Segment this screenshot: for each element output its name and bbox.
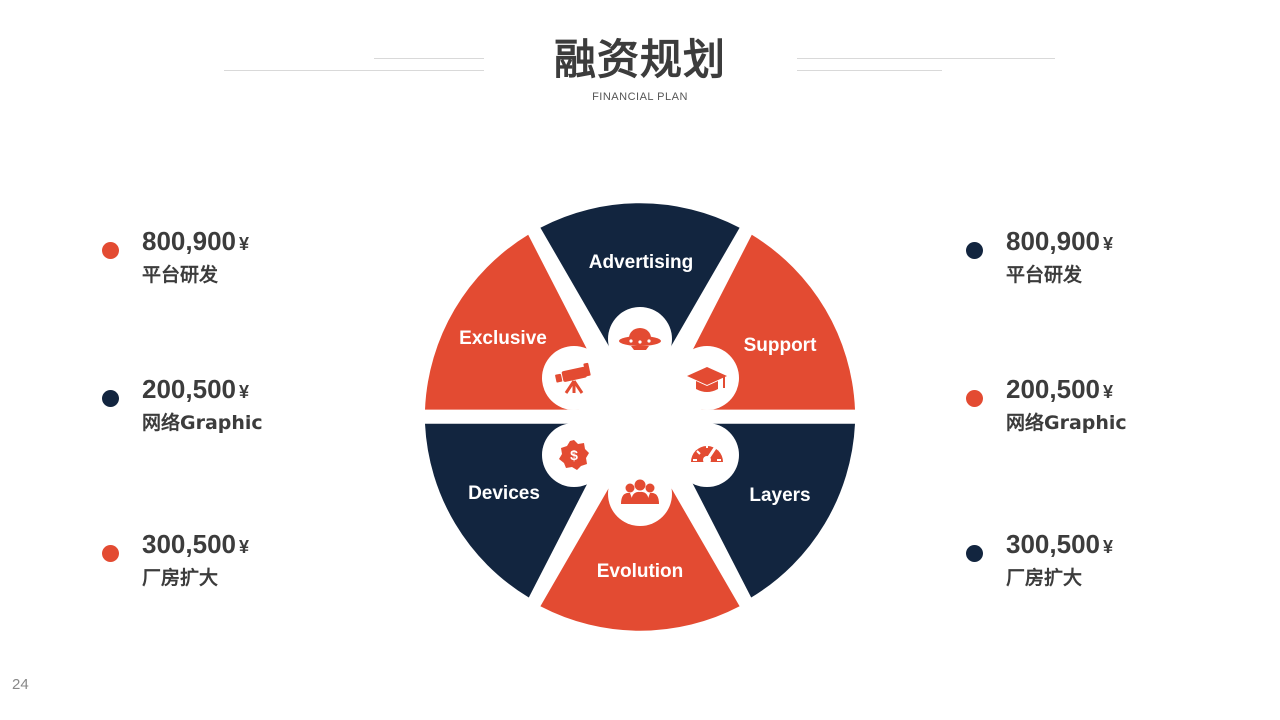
segment-label-advertising: Advertising	[589, 252, 694, 273]
people-group-icon	[621, 479, 659, 504]
svg-text:$: $	[570, 447, 578, 463]
stat-label: 平台研发	[142, 264, 219, 286]
segment-label-exclusive: Exclusive	[459, 328, 547, 349]
page-number: 24	[12, 676, 29, 693]
stat-number: 800,900	[142, 226, 236, 256]
header-line-left-long	[224, 70, 484, 71]
stat-label: 厂房扩大	[1006, 567, 1083, 589]
stat-number: 300,500	[142, 529, 236, 559]
currency-symbol: ¥	[1102, 382, 1113, 402]
stat-value: 300,500¥	[1006, 529, 1113, 560]
stat-value: 800,900¥	[142, 226, 249, 257]
telescope-icon	[555, 362, 591, 394]
currency-symbol: ¥	[1102, 537, 1113, 557]
header-line-left-short	[374, 58, 484, 59]
stat-dot	[966, 545, 983, 562]
page-title: 融资规划	[553, 35, 726, 84]
center-hub	[578, 356, 702, 480]
stat-number: 200,500	[142, 374, 236, 404]
stat-label: 厂房扩大	[142, 567, 219, 589]
page-subtitle: FINANCIAL PLAN	[592, 91, 688, 103]
stat-label: 网络Graphic	[1006, 412, 1127, 434]
currency-symbol: ¥	[238, 537, 249, 557]
stat-number: 200,500	[1006, 374, 1100, 404]
segment-evolution	[540, 434, 740, 631]
segment-label-layers: Layers	[749, 485, 810, 506]
speedometer-icon	[691, 444, 723, 464]
segment-advertising	[540, 203, 740, 400]
stat-label: 平台研发	[1006, 264, 1083, 286]
stat-dot	[102, 545, 119, 562]
header-line-right-short	[797, 58, 1055, 59]
dollar-badge-icon: $	[559, 440, 589, 470]
stat-value: 200,500¥	[1006, 374, 1113, 405]
currency-symbol: ¥	[238, 234, 249, 254]
currency-symbol: ¥	[1102, 234, 1113, 254]
stat-dot	[966, 242, 983, 259]
graduation-cap-icon	[687, 367, 727, 392]
header: 融资规划 FINANCIAL PLAN	[0, 30, 1280, 104]
header-line-right-long	[797, 70, 942, 71]
stat-dot	[102, 390, 119, 407]
segment-label-devices: Devices	[468, 483, 540, 504]
stat-value: 300,500¥	[142, 529, 249, 560]
segment-label-support: Support	[744, 335, 817, 356]
stat-label: 网络Graphic	[142, 412, 263, 434]
segment-label-evolution: Evolution	[597, 561, 684, 582]
stat-number: 300,500	[1006, 529, 1100, 559]
currency-symbol: ¥	[238, 382, 249, 402]
stat-number: 800,900	[1006, 226, 1100, 256]
stat-dot	[966, 390, 983, 407]
ufo-icon	[619, 328, 661, 350]
stat-value: 800,900¥	[1006, 226, 1113, 257]
stat-dot	[102, 242, 119, 259]
stat-value: 200,500¥	[142, 374, 249, 405]
